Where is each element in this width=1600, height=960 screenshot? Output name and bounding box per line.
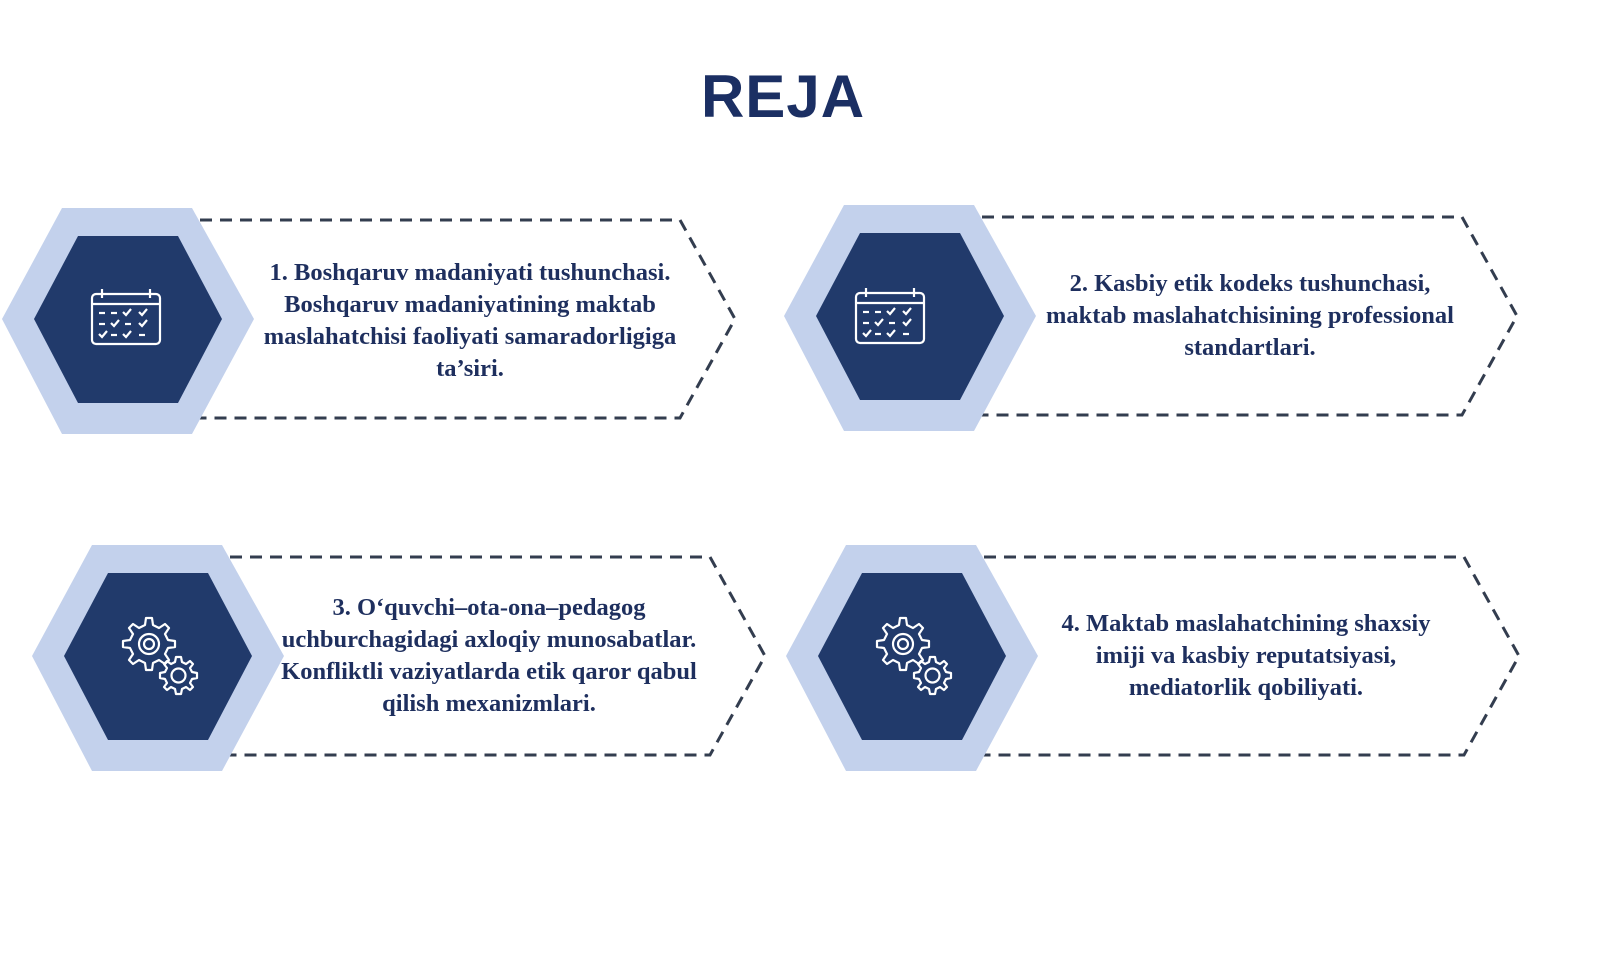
item-frame [784,205,1519,431]
agenda-item-1: 1. Boshqaruv madaniyati tushunchasi. Bos… [0,206,740,436]
page-title: REJA [700,63,866,130]
agenda-item-3: 3. O‘quvchi–ota-ona–pedagog uchburchagid… [30,543,770,773]
item-text: 4. Maktab maslahatchining shaxsiy imiji … [1061,610,1431,701]
item-frame [32,545,767,771]
calendar-icon [90,288,162,351]
hexagon-inner [64,573,252,740]
gears-icon [118,615,202,704]
hexagon-inner [34,236,222,403]
agenda-item-4: 4. Maktab maslahatchining shaxsiy imiji … [784,543,1524,773]
agenda-item-2: 2. Kasbiy etik kodeks tushunchasi, makta… [782,203,1522,433]
hexagon-inner [818,573,1006,740]
item-frame [2,208,737,434]
calendar-icon [854,287,926,350]
item-text: 1. Boshqaruv madaniyati tushunchasi. Bos… [263,259,677,382]
item-frame [786,545,1521,771]
item-text: 2. Kasbiy etik kodeks tushunchasi, makta… [1046,270,1454,361]
hexagon-inner [816,233,1004,400]
item-text: 3. O‘quvchi–ota-ona–pedagog uchburchagid… [281,594,697,717]
gears-icon [872,615,956,704]
